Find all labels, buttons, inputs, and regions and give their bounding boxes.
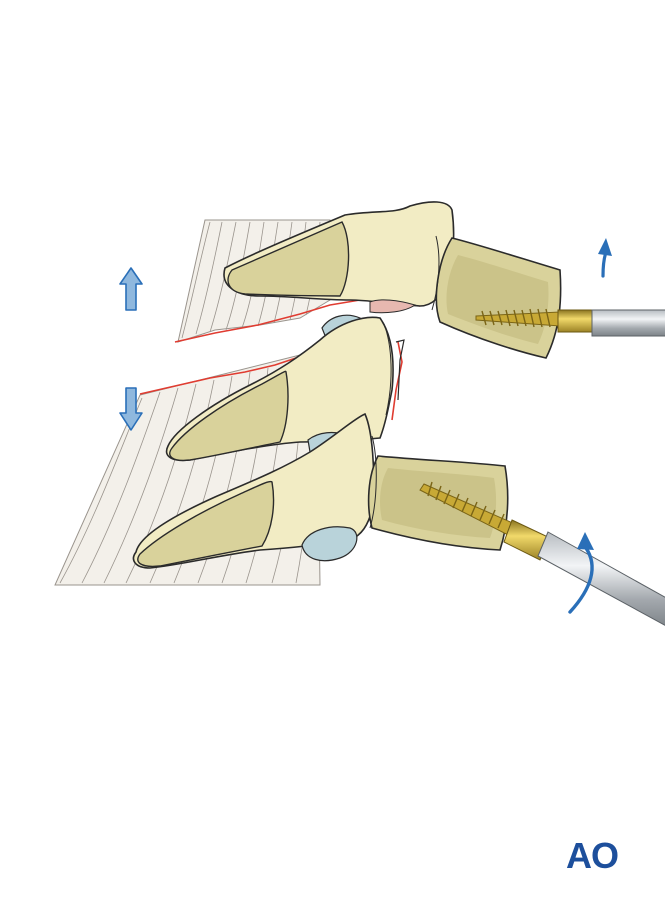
distraction-arrow-down-icon xyxy=(119,387,143,431)
ao-logo: AO xyxy=(566,835,619,876)
lower-vertebra xyxy=(132,412,509,569)
facet-cartilage-lower xyxy=(301,526,358,562)
lower-rotation-screw xyxy=(419,481,665,626)
curved-rotation-arrow-icon xyxy=(568,532,594,614)
middle-vertebra xyxy=(165,316,405,462)
upper-distraction-screw xyxy=(475,308,665,337)
upper-vertebra xyxy=(223,201,562,359)
distraction-arrow-up-icon xyxy=(119,267,143,311)
small-up-arrow-icon xyxy=(598,238,612,278)
svg-text:AO: AO xyxy=(566,835,618,876)
